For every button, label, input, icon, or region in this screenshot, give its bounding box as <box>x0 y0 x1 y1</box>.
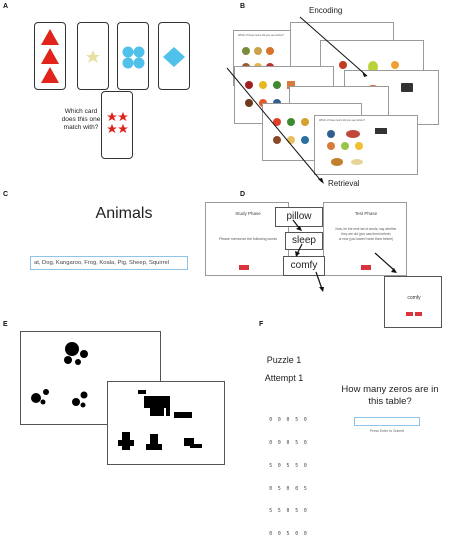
test-text-line-3: or new (you haven't seen them before) <box>338 237 394 241</box>
grid-row: 0 0 0 5 0 <box>269 440 307 446</box>
triangle-icon <box>41 29 59 83</box>
meat-icon <box>273 118 309 144</box>
study-text: Please memorize the following words <box>219 237 277 241</box>
word-card-sleep: sleep <box>285 232 323 250</box>
grid-row: 0 0 0 5 0 <box>269 418 307 424</box>
card-red-stars[interactable] <box>101 91 133 159</box>
test-word-screen: comfy <box>384 276 442 328</box>
study-title: Study Phase <box>235 211 261 216</box>
block-shapes-icon <box>118 390 202 450</box>
new-button[interactable] <box>415 312 422 316</box>
test-text-line-1: Now, for the next set of words, say whet… <box>335 227 397 231</box>
word-card-comfy: comfy <box>283 256 325 276</box>
test-phase-screen: Test Phase Now, for the next set of word… <box>323 202 407 276</box>
pattern-screen-2 <box>107 381 225 465</box>
zeros-question: How many zeros are in this table? <box>335 384 445 408</box>
zeros-question-line-2: this table? <box>368 396 412 407</box>
grid-row: 0 5 0 0 5 <box>269 486 307 492</box>
diamond-icon <box>163 47 185 67</box>
star-icon <box>107 112 128 133</box>
test-instructions: Now, for the next set of words, say whet… <box>324 227 408 242</box>
star-icon <box>86 50 100 63</box>
card-blue-circles[interactable] <box>117 22 149 90</box>
puzzle-title: Puzzle 1 <box>266 355 302 365</box>
test-next-button[interactable] <box>361 265 371 270</box>
panel-letter-c: C <box>3 191 9 198</box>
answer-input[interactable] <box>354 417 420 426</box>
match-question: Which card does this one match with? <box>56 108 106 132</box>
test-text-line-2: they are old (you saw them before) <box>341 232 391 236</box>
panel-letter-b: B <box>240 3 246 10</box>
old-button[interactable] <box>406 312 413 316</box>
test-title: Test Phase <box>354 211 378 216</box>
card-blue-diamond[interactable] <box>158 22 190 90</box>
encoding-arrow <box>226 16 368 184</box>
dots-pattern-icon <box>31 342 127 408</box>
question-line-3: match with? <box>63 124 99 131</box>
panel-letter-a: A <box>3 3 9 10</box>
grid-row: 0 0 5 0 0 <box>269 532 307 538</box>
retrieval-label: Retrieval <box>328 179 360 188</box>
grid-row: 5 0 5 5 0 <box>269 463 307 469</box>
category-title: Animals <box>95 205 153 222</box>
flow-arrows <box>292 219 397 292</box>
study-next-button[interactable] <box>239 265 249 270</box>
meat-icon <box>327 128 387 166</box>
panel-letter-e: E <box>3 321 8 328</box>
submit-hint: Press Enter to Submit <box>369 429 405 433</box>
panel-letter-d: D <box>240 191 246 198</box>
grid-row: 5 5 0 5 0 <box>269 509 307 515</box>
circle-icon <box>122 46 145 69</box>
test-word: comfy <box>407 295 421 301</box>
zeros-question-line-1: How many zeros are in <box>341 384 439 395</box>
card-yellow-star[interactable] <box>77 22 109 90</box>
question-line-1: Which card <box>64 108 98 115</box>
retrieval-screen-2: Which of these items did you see before? <box>314 115 418 175</box>
word-list-input[interactable]: at, Dog, Kangaroo, Frog, Koala, Pig, She… <box>30 256 188 270</box>
word-card-pillow: pillow <box>275 207 323 227</box>
number-grid: 0 0 0 5 0 0 0 0 5 0 5 0 5 5 0 0 5 0 0 5 … <box>253 402 323 554</box>
pattern-screen-1 <box>20 331 161 425</box>
question-line-2: does this one <box>61 116 101 123</box>
panel-letter-f: F <box>259 321 264 328</box>
screen-header: Which of these items did you see before? <box>238 34 284 37</box>
attempt-label: Attempt 1 <box>264 373 304 383</box>
retrieval-header: Which of these items did you see before? <box>319 119 365 122</box>
card-red-triangles[interactable] <box>34 22 66 90</box>
encoding-label: Encoding <box>309 6 343 15</box>
